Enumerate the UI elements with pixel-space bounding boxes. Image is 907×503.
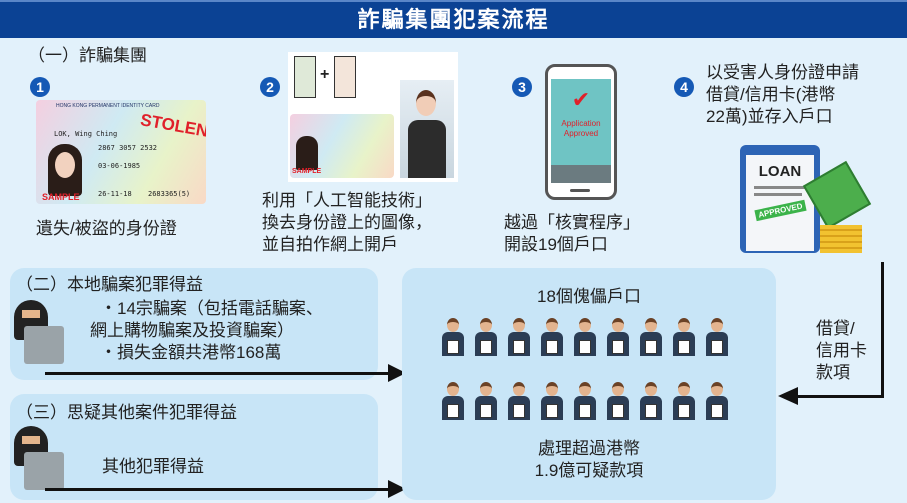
caption-line: 開設19個戶口 — [504, 235, 608, 254]
arrow-line — [45, 372, 390, 375]
mule-account-person-icon — [673, 318, 695, 358]
mule-account-person-icon — [574, 382, 596, 422]
footer-line: 1.9億可疑款項 — [534, 461, 644, 480]
mule-account-person-icon — [475, 382, 497, 422]
card-number: 2867 3057 2532 — [98, 144, 158, 152]
mule-account-person-icon — [673, 382, 695, 422]
step-3-caption: 越過「核實程序」 開設19個戶口 — [504, 212, 640, 256]
selfie-person-icon — [400, 80, 454, 178]
hacker-icon — [14, 426, 64, 490]
caption-line: 利用「人工智能技術」 — [262, 191, 432, 210]
card-title: HONG KONG PERMANENT IDENTITY CARD — [56, 103, 160, 109]
caption-line: 越過「核實程序」 — [504, 213, 640, 232]
card-issue-date: 26-11-18 — [98, 190, 132, 198]
section2-details: ・14宗騙案（包括電話騙案、 網上購物騙案及投資騙案） ・損失金額共港幣168萬 — [90, 298, 323, 364]
side-label-line: 款項 — [816, 363, 850, 382]
step-4-number: 4 — [674, 77, 694, 97]
mule-account-person-icon — [640, 382, 662, 422]
section3-heading: （三）思疑其他案件犯罪得益 — [16, 403, 237, 422]
caption-line: 借貸/信用卡(港幣 — [706, 85, 836, 104]
sample-stamp: SAMPLE — [292, 168, 322, 175]
mule-account-person-icon — [442, 382, 464, 422]
caption-line: 以受害人身份證申請 — [706, 63, 859, 82]
footer-line: 處理超過港幣 — [538, 439, 640, 458]
plus-sign: + — [320, 66, 330, 83]
portrait-icon — [48, 144, 82, 196]
stolen-stamp: STOLEN — [138, 110, 206, 141]
step-1-caption: 遺失/被盜的身份證 — [36, 219, 177, 238]
card-id: 2683365(5) — [148, 190, 191, 198]
center-footer: 處理超過港幣 1.9億可疑款項 — [402, 438, 776, 482]
step-1-number: 1 — [30, 77, 50, 97]
mule-accounts-grid — [442, 318, 742, 428]
loan-text: LOAN — [758, 163, 802, 180]
ai-face-swap-image: + SAMPLE — [288, 52, 458, 182]
section3-text: 其他犯罪得益 — [102, 457, 204, 476]
mule-account-person-icon — [607, 318, 629, 358]
mule-account-person-icon — [607, 382, 629, 422]
phone-icon: ✔ Application Approved — [545, 64, 617, 200]
mule-accounts-heading: 18個傀儡戶口 — [537, 287, 641, 306]
photo-ai-icon — [334, 56, 356, 98]
arrow-left-icon — [778, 387, 798, 405]
stolen-id-card-image: HONG KONG PERMANENT IDENTITY CARD STOLEN… — [36, 100, 206, 204]
new-id-card-icon: SAMPLE — [290, 114, 394, 178]
phone-screen: ✔ Application Approved — [551, 79, 611, 165]
detail-line: 網上購物騙案及投資騙案） — [90, 321, 294, 340]
approved-text: Application Approved — [561, 119, 601, 138]
section3-box — [10, 394, 378, 500]
step-3-number: 3 — [512, 77, 532, 97]
page-title: 詐騙集團犯案流程 — [0, 0, 907, 38]
card-dob: 03-06-1985 — [98, 162, 141, 170]
caption-line: 並自拍作網上開戶 — [262, 235, 398, 254]
section1-heading: （一）詐騙集團 — [28, 46, 147, 65]
mule-account-person-icon — [706, 318, 728, 358]
arrow-right-icon — [388, 364, 406, 382]
step-4-caption: 以受害人身份證申請 借貸/信用卡(港幣 22萬)並存入戶口 — [706, 62, 859, 128]
arrow-line — [45, 488, 390, 491]
approved-stamp: APPROVED — [753, 199, 807, 222]
mule-account-person-icon — [574, 318, 596, 358]
flow-line-horizontal — [796, 395, 884, 398]
caption-line: 換去身份證上的圖像， — [262, 213, 432, 232]
side-label-line: 借貸/ — [816, 319, 855, 338]
arrow-right-icon — [388, 480, 406, 498]
mule-account-person-icon — [475, 318, 497, 358]
side-label: 借貸/ 信用卡 款項 — [816, 318, 867, 384]
coins-icon — [820, 225, 862, 253]
step-2-caption: 利用「人工智能技術」 換去身份證上的圖像， 並自拍作網上開戶 — [262, 190, 432, 256]
sample-stamp: SAMPLE — [42, 192, 80, 202]
mule-account-person-icon — [508, 318, 530, 358]
checkmark-icon: ✔ — [571, 87, 591, 112]
detail-line: ・14宗騙案（包括電話騙案、 — [100, 299, 323, 318]
caption-line: 22萬)並存入戶口 — [706, 107, 833, 126]
step-2-number: 2 — [260, 77, 280, 97]
card-name: LOK, Wing Ching — [54, 130, 118, 138]
photo-real-icon — [294, 56, 316, 98]
camera-bar — [551, 165, 611, 183]
mule-account-person-icon — [640, 318, 662, 358]
mule-account-person-icon — [541, 382, 563, 422]
mule-account-person-icon — [508, 382, 530, 422]
mule-account-person-icon — [541, 318, 563, 358]
side-label-line: 信用卡 — [816, 341, 867, 360]
loan-clipboard-icon: LOAN APPROVED — [740, 145, 820, 253]
section2-box — [10, 268, 378, 380]
mule-account-person-icon — [442, 318, 464, 358]
mule-account-person-icon — [706, 382, 728, 422]
flow-line-vertical — [881, 262, 884, 398]
section2-heading: （二）本地騙案犯罪得益 — [16, 275, 203, 294]
detail-line: ・損失金額共港幣168萬 — [100, 343, 282, 362]
hacker-icon — [14, 300, 64, 364]
